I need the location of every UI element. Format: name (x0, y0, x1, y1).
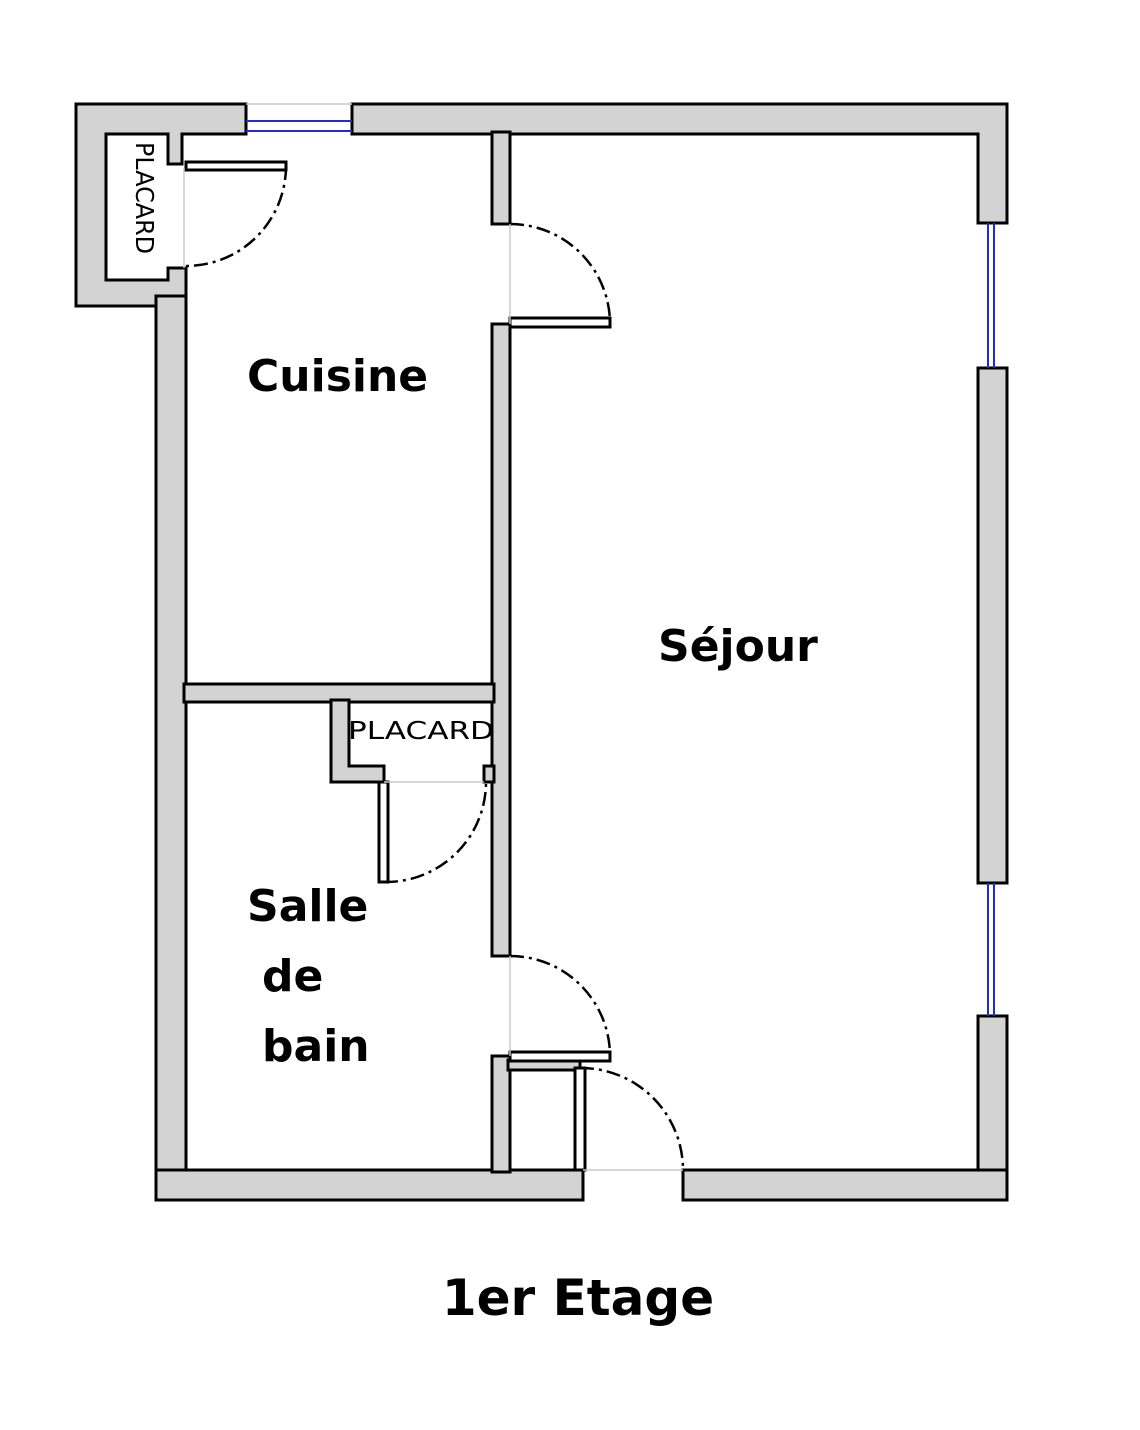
room-label-living: Séjour (658, 621, 818, 672)
wall-top-left (74, 102, 248, 308)
door-entrance (573, 1066, 685, 1172)
wall-bath-closet-jamb (482, 764, 496, 784)
window-right-lower (987, 883, 995, 1016)
wall-bottom-right (681, 1168, 1009, 1202)
outer-walls (74, 102, 1009, 1202)
wall-left (154, 294, 188, 1202)
labels: Cuisine Séjour Salle de bain PLACARD PLA… (130, 142, 818, 1327)
door-bath-closet (377, 780, 488, 884)
door-bath-living (508, 954, 612, 1063)
room-label-bath-line3: bain (262, 1021, 370, 1072)
doors (183, 160, 685, 1172)
interior-walls (182, 130, 582, 1174)
window-right-upper (987, 223, 995, 368)
closet-label-kitchen: PLACARD (130, 142, 159, 254)
wall-bath-living-bottom (490, 1054, 512, 1174)
door-kitchen-closet (183, 160, 288, 268)
room-label-bath-line2: de (262, 951, 323, 1002)
wall-bottom-left (154, 1168, 585, 1202)
room-label-kitchen: Cuisine (247, 351, 428, 402)
wall-right-middle (976, 366, 1009, 885)
floor-title: 1er Etage (442, 1269, 714, 1327)
wall-kitchen-living-top (490, 130, 512, 226)
wall-kitchen-living (490, 322, 512, 958)
windows (246, 103, 995, 1016)
closet-label-bath: PLACARD (348, 716, 494, 745)
window-top (246, 103, 352, 132)
door-kitchen-living (508, 222, 612, 329)
room-label-bath-line1: Salle (247, 881, 368, 932)
wall-top-right (350, 102, 1009, 225)
wall-bath-closet (329, 698, 386, 784)
